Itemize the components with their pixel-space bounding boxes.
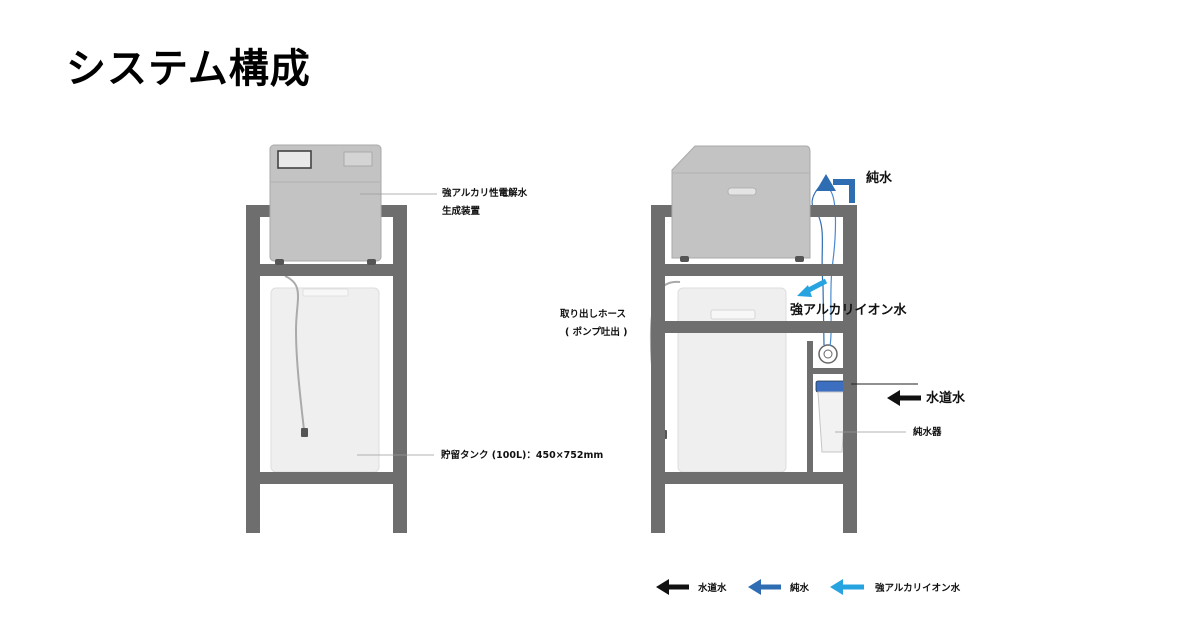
purifier-label: 純水器 — [913, 426, 942, 438]
control-panel — [343, 151, 373, 167]
electrolyzer-device-right — [671, 145, 811, 262]
legend: 水道水 純水 強アルカリイオン水 — [656, 579, 961, 595]
hose — [284, 275, 305, 431]
right-system: 純水 強アルカリイオン水 水道水 純水器 取り出しホース ( ポンプ吐出 ) — [560, 145, 966, 533]
page-title: システム構成 — [66, 46, 311, 92]
tank-label: 貯留タンク (100L)：450×752mm — [441, 449, 603, 461]
water-purifier — [815, 380, 849, 453]
hose-label-line2: ( ポンプ吐出 ) — [565, 326, 628, 338]
storage-tank-right — [677, 287, 787, 473]
device-label-line1: 強アルカリ性電解水 — [442, 187, 528, 199]
legend-item-pure-water: 純水 — [748, 579, 810, 595]
legend-label-alkaline-water: 強アルカリイオン水 — [875, 582, 961, 594]
pure-water-label: 純水 — [866, 170, 893, 186]
tap-water-label: 水道水 — [926, 390, 966, 406]
left-system: 強アルカリ性電解水 生成装置 貯留タンク (100L)：450×752mm — [246, 144, 603, 533]
steel-rack — [246, 205, 407, 533]
hose-label-line1: 取り出しホース — [560, 308, 626, 320]
hose-nozzle — [301, 428, 308, 437]
electrolyzer-device — [269, 144, 382, 265]
legend-item-tap-water: 水道水 — [656, 579, 727, 595]
device-label-line2: 生成装置 — [442, 205, 481, 217]
hose-reel — [818, 344, 838, 364]
legend-item-alkaline-water: 強アルカリイオン水 — [830, 579, 961, 595]
device-handle — [727, 187, 757, 196]
legend-label-pure-water: 純水 — [790, 582, 810, 594]
pure-water-arrow — [833, 179, 855, 203]
storage-tank — [270, 287, 380, 473]
display-screen — [277, 150, 312, 169]
alkaline-water-label: 強アルカリイオン水 — [790, 302, 907, 318]
legend-label-tap-water: 水道水 — [698, 582, 727, 594]
